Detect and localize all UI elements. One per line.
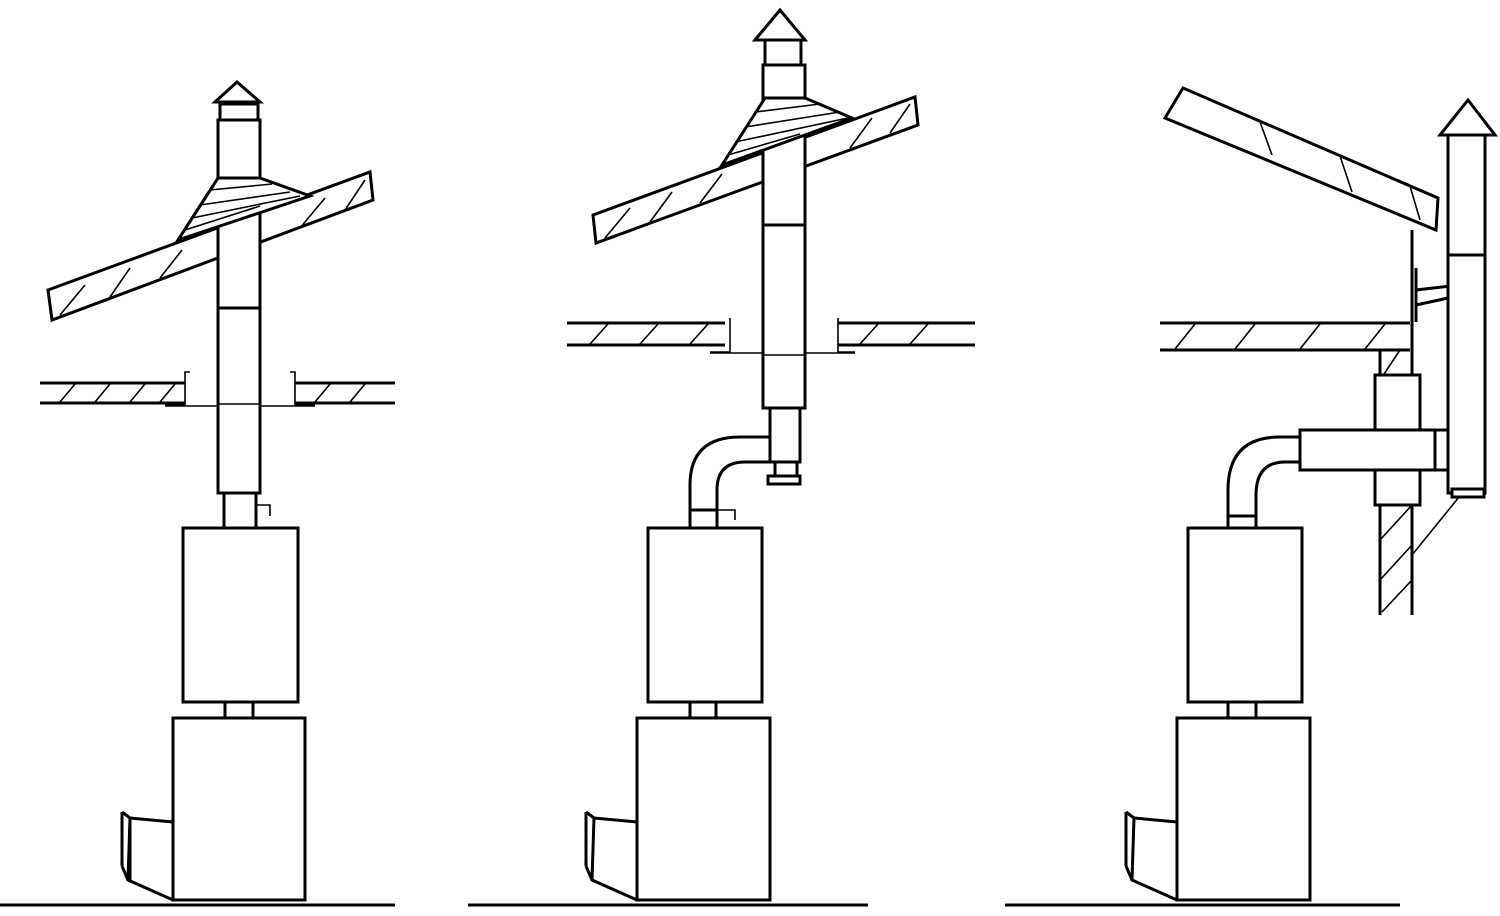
variant-offset-through-roof [468, 7, 975, 907]
roof-slab [1162, 86, 1440, 233]
pipe-adapter [688, 508, 719, 530]
fire-door-tunnel [584, 810, 638, 902]
cap-cone [751, 7, 809, 42]
connector-pipe [223, 700, 255, 720]
roof-slab [591, 94, 920, 246]
cap-cone [211, 79, 265, 104]
variant-through-wall [1005, 86, 1499, 907]
fire-door-tunnel [1124, 810, 1178, 902]
fire-door-tunnel [120, 810, 174, 902]
connector-pipe [688, 700, 718, 720]
firebox [171, 716, 307, 902]
chimney-cap [763, 38, 803, 67]
elbow-pipe [1226, 435, 1300, 516]
variant-straight-through-roof [0, 79, 395, 907]
damper-handle [256, 504, 271, 516]
elbow-pipe [688, 435, 770, 510]
chimney-cap [218, 102, 260, 122]
tee-connection [1433, 428, 1450, 472]
ceiling [567, 318, 975, 354]
pipe-adapter [222, 491, 258, 530]
cap-cone [1436, 97, 1499, 137]
horizontal-wall-pipe [1298, 428, 1437, 472]
ceiling [40, 371, 395, 407]
chimney-pipe [1446, 133, 1487, 495]
firebox [1175, 716, 1312, 902]
water-tank [181, 526, 300, 704]
firebox [635, 716, 772, 902]
roof-flashing-cone [718, 96, 857, 168]
connector-pipe [1226, 700, 1258, 720]
water-tank [646, 526, 764, 704]
ceiling [1160, 321, 1410, 352]
tee-with-condensate-drain [766, 406, 802, 486]
condensate-drain [1450, 487, 1486, 499]
water-tank [1186, 526, 1304, 704]
pipe-adapter [1226, 514, 1258, 530]
roof-flashing-cone [174, 176, 315, 243]
